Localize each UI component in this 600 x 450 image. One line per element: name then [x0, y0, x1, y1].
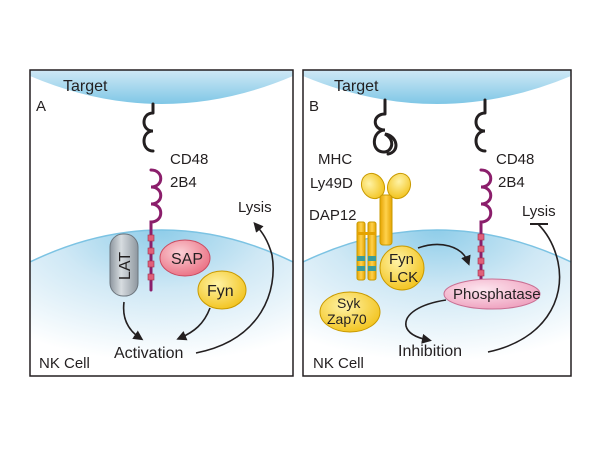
panel-a-frame	[29, 69, 294, 377]
panel-b-frame	[302, 69, 572, 377]
panel-b-cd48-label: CD48	[496, 151, 534, 168]
panel-b-phosphatase-label: Phosphatase	[453, 286, 541, 303]
panel-a-activation-to-lysis-arrow	[195, 221, 274, 354]
panel-a-cd48-ligand	[142, 102, 155, 153]
panel-b-mhc-label: MHC	[318, 151, 352, 168]
panel-b-cd48-ligand	[474, 98, 487, 153]
panel-a-fyn-to-activation-arrow	[176, 307, 211, 341]
panel-a-fyn-protein	[197, 270, 247, 310]
panel-b: Target B MHC Ly49D DAP12 Fyn LCK Syk	[302, 69, 572, 377]
panel-b-target-label: Target	[334, 78, 379, 95]
panel-b-kinase-to-phosphatase-arrow	[417, 243, 471, 266]
panel-b-inhibition-to-lysis-line	[487, 223, 561, 353]
panel-a-fyn-label: Fyn	[207, 283, 234, 300]
panel-b-phosphatase-to-inhibition-arrow	[405, 299, 447, 344]
panel-a-lat-protein	[109, 233, 139, 297]
panel-b-2b4-receptor	[479, 168, 493, 284]
panel-a-letter: A	[36, 98, 46, 115]
panel-a-target-cell	[30, 70, 293, 104]
panel-a-target-label: Target	[63, 78, 108, 95]
panel-b-target-cell	[303, 70, 571, 104]
panel-b-2b4-label: 2B4	[498, 174, 525, 191]
panel-b-ly49d-label: Ly49D	[310, 175, 353, 192]
panel-b-zap70-label: Zap70	[327, 311, 367, 327]
panel-b-inhibition-label: Inhibition	[398, 343, 462, 360]
panel-b-dap12-adaptor	[356, 221, 377, 281]
panel-b-dap12-label: DAP12	[309, 207, 357, 224]
panel-a-2b4-receptor	[149, 168, 163, 292]
panel-a: Target A CD48 2B4 LAT SAP Fyn Lysis Acti…	[29, 69, 294, 377]
panel-a-nk-membrane	[30, 230, 293, 376]
panel-a-lat-to-activation-arrow	[122, 301, 144, 341]
panel-b-ly49d-receptor	[360, 172, 412, 246]
panel-a-activation-label: Activation	[114, 345, 183, 362]
panel-a-2b4-label: 2B4	[170, 174, 197, 191]
panel-b-mhc-ligand	[372, 98, 398, 156]
panel-a-lat-label: LAT	[117, 252, 134, 280]
panel-a-cd48-label: CD48	[170, 151, 208, 168]
panel-b-itsm-motifs	[477, 233, 485, 277]
panel-a-cell-label: NK Cell	[39, 355, 90, 372]
panel-a-sap-protein	[159, 239, 211, 277]
panel-b-fyn-label: Fyn	[389, 251, 414, 268]
panel-a-sap-label: SAP	[171, 251, 203, 268]
panel-a-lysis-label: Lysis	[238, 199, 272, 216]
panel-b-cell-label: NK Cell	[313, 355, 364, 372]
panel-b-syk-zap70-protein	[319, 291, 381, 333]
panel-b-lysis-label: Lysis	[522, 203, 556, 220]
panel-b-syk-label: Syk	[337, 295, 361, 311]
panel-b-fyn-lck-protein	[379, 245, 425, 291]
panel-b-lck-label: LCK	[389, 269, 418, 286]
panel-b-phosphatase-protein	[443, 278, 541, 310]
panel-a-itsm-motifs	[147, 234, 155, 281]
panel-b-letter: B	[309, 98, 319, 115]
